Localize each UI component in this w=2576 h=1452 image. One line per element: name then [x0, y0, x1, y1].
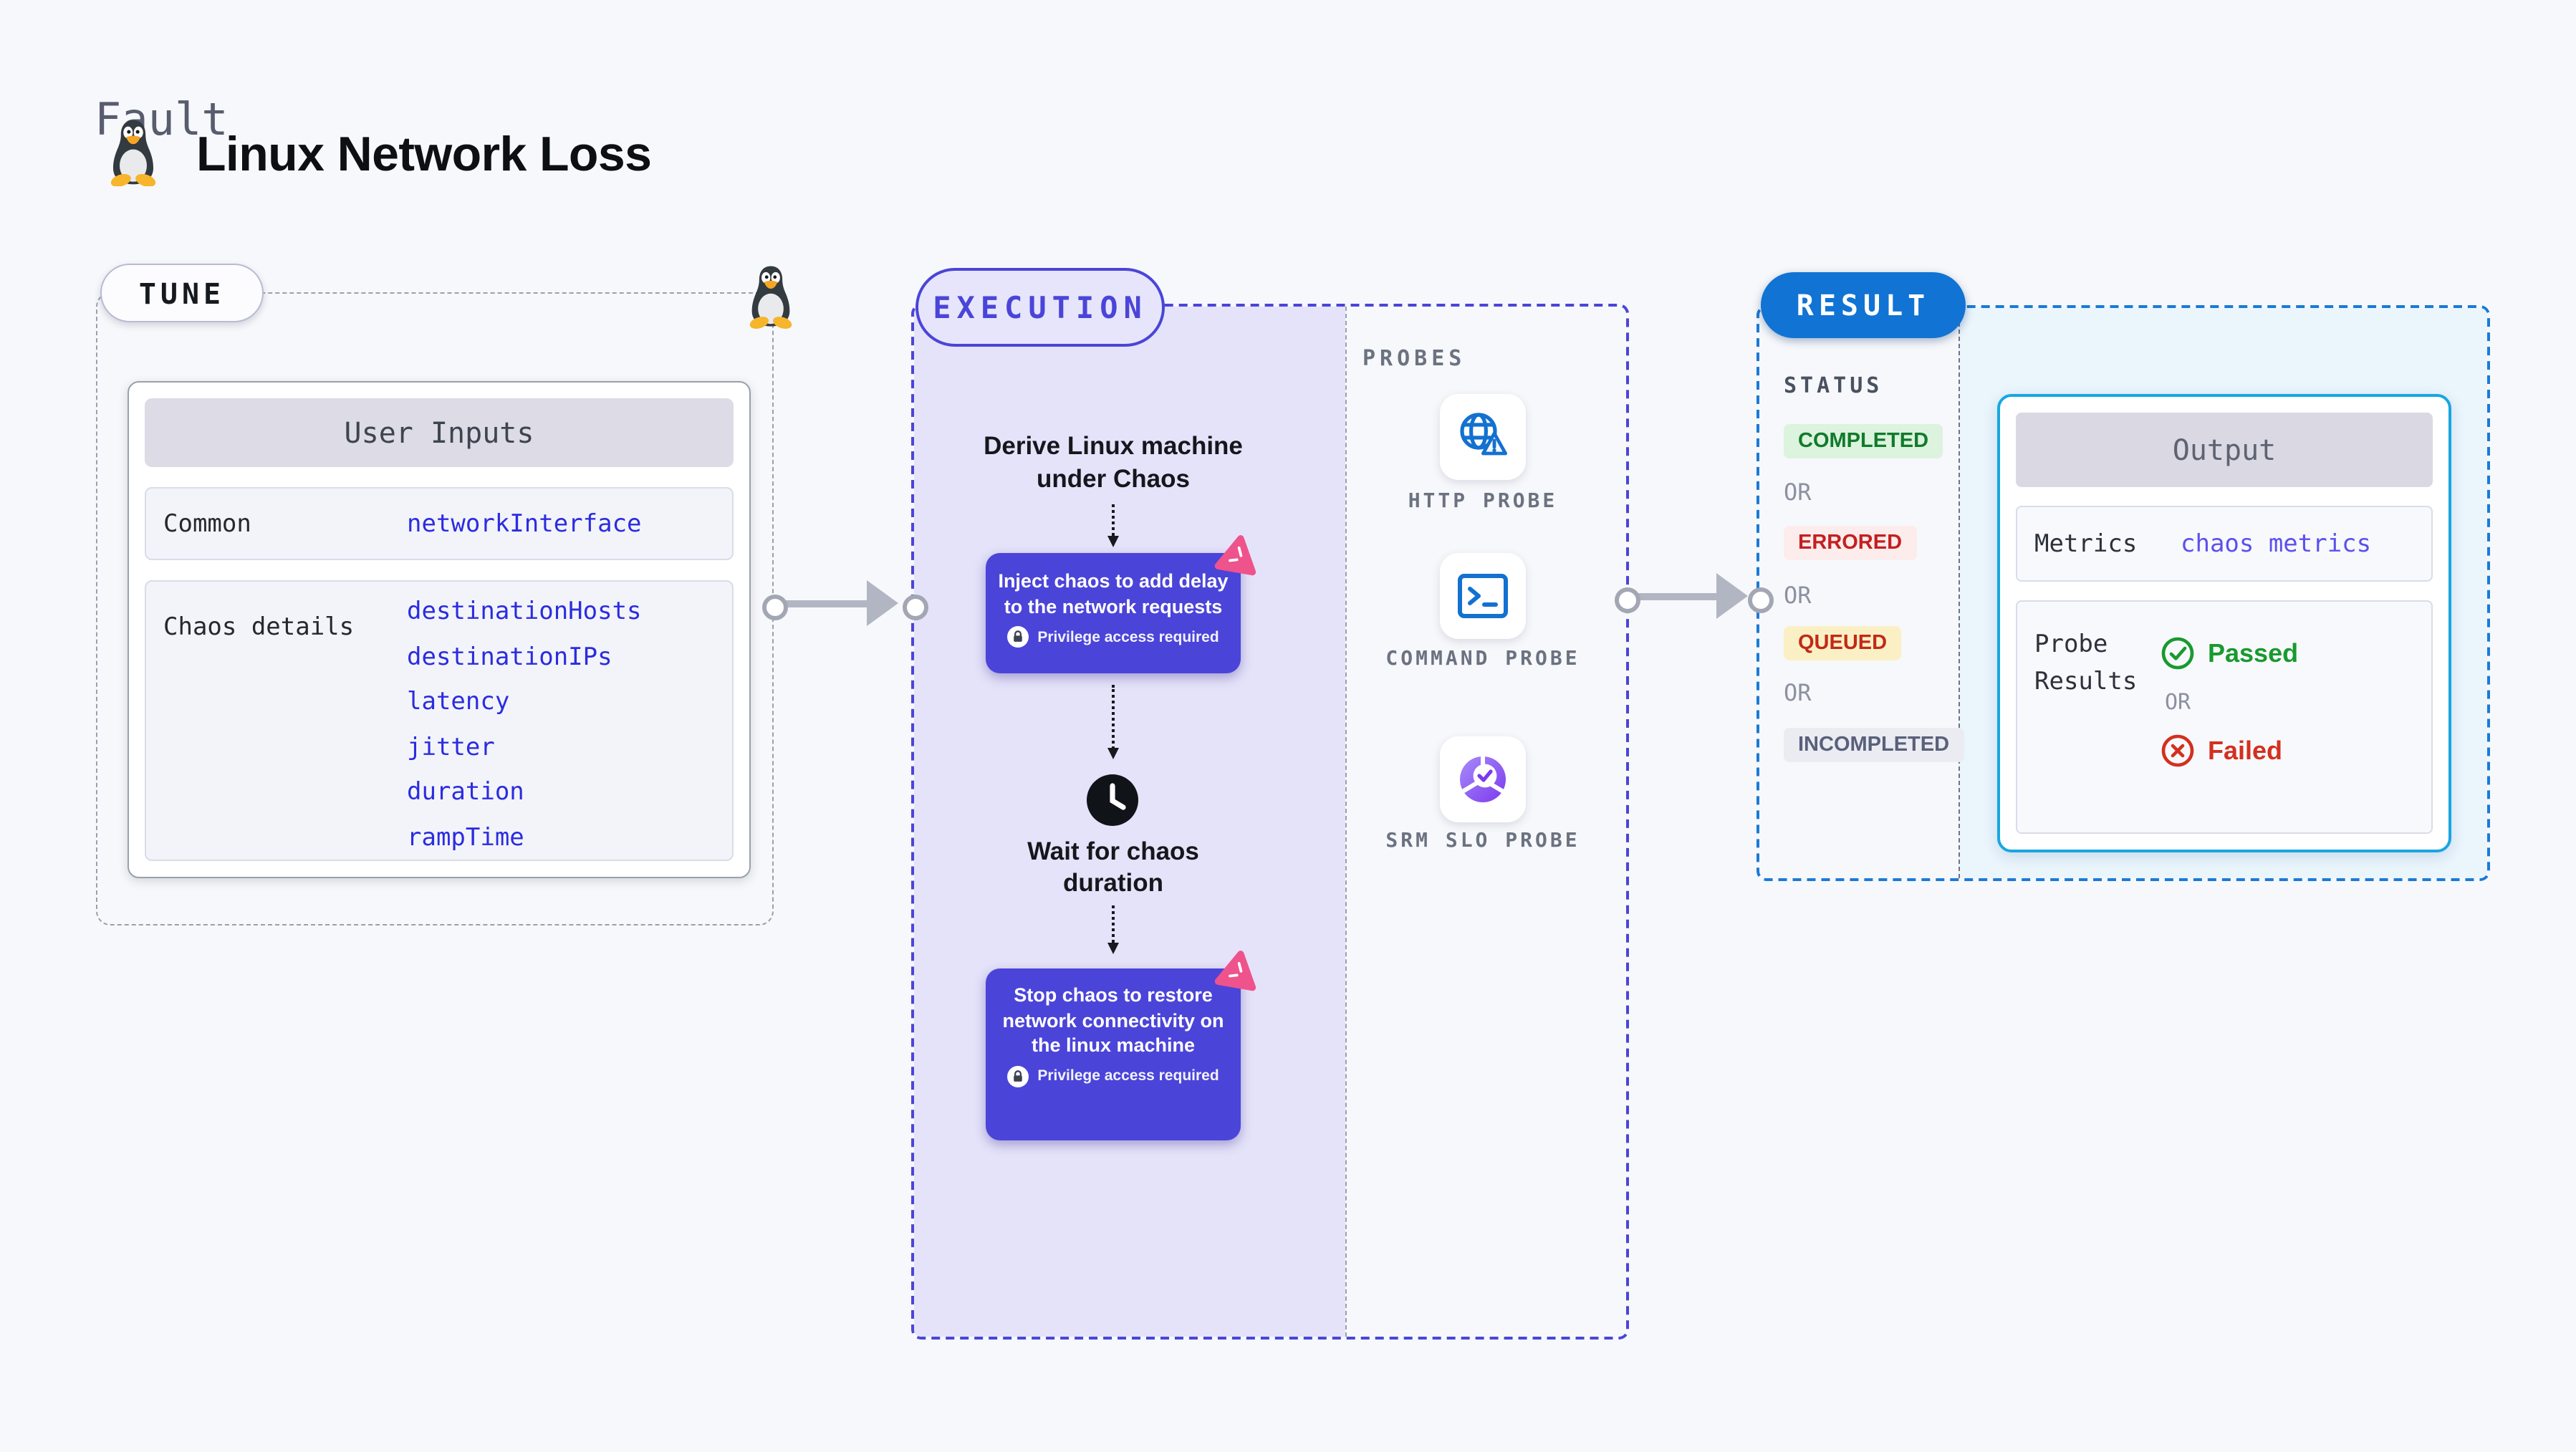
terminal-icon: [1458, 574, 1508, 618]
arrow-down-icon: [1107, 685, 1119, 759]
or-label: OR: [1784, 679, 1812, 706]
or-label: OR: [2165, 689, 2191, 715]
probe-results-values: Passed OR Failed: [2161, 602, 2298, 768]
probe-results-label: Probe Results: [2034, 630, 2138, 696]
chaos-icon: [1213, 945, 1263, 995]
chaos-icon: [1213, 529, 1263, 580]
input-value: networkInterface: [407, 509, 642, 538]
x-circle-icon: [2161, 734, 2194, 767]
input-row-label: Common: [163, 509, 251, 538]
status-title: STATUS: [1784, 372, 1883, 398]
fault-eyebrow: Fault: [95, 95, 229, 146]
input-value: destinationHosts: [407, 597, 642, 626]
connector-node: [903, 595, 928, 620]
privilege-note: Privilege access required: [997, 626, 1229, 648]
clock-icon: [1087, 774, 1138, 826]
result-badge: RESULT: [1761, 272, 1966, 338]
slo-pie-check-icon: [1460, 755, 1506, 802]
probe-label: SRM SLO PROBE: [1385, 830, 1580, 852]
stop-chaos-step: Stop chaos to restore network connectivi…: [986, 968, 1241, 1140]
metrics-row: Metrics chaos metrics: [2016, 506, 2433, 582]
probe-results-row: Probe Results Passed OR Failed: [2016, 600, 2433, 834]
execution-flow-area: [914, 307, 1345, 1337]
connector-node: [1748, 587, 1774, 613]
input-row-label: Chaos details: [163, 613, 355, 642]
tune-badge: TUNE: [100, 264, 264, 322]
globe-alert-icon: [1460, 413, 1507, 456]
input-value: jitter: [407, 733, 495, 761]
output-header: Output: [2016, 413, 2433, 487]
metrics-value: chaos metrics: [2181, 529, 2372, 558]
lock-icon: [1007, 1065, 1029, 1087]
output-card: Output Metrics chaos metrics Probe Resul…: [1997, 394, 2451, 852]
input-values-list: destinationHosts destinationIPs latency …: [407, 582, 642, 861]
status-badge-queued: QUEUED: [1784, 626, 1902, 660]
check-circle-icon: [2161, 637, 2194, 670]
probes-divider: [1345, 307, 1347, 1337]
privilege-text: Privilege access required: [1037, 628, 1219, 645]
passed-result: Passed: [2161, 636, 2298, 670]
input-value: duration: [407, 778, 524, 807]
page-title: Linux Network Loss: [196, 128, 652, 182]
linux-tux-icon: [106, 119, 160, 186]
arrow-right-icon: [1716, 573, 1748, 619]
or-label: OR: [1784, 479, 1812, 506]
connector-node: [762, 595, 788, 620]
input-value: latency: [407, 688, 510, 716]
connector-node: [1615, 587, 1640, 613]
user-inputs-header: User Inputs: [145, 398, 734, 467]
inject-chaos-step: Inject chaos to add delay to the network…: [986, 553, 1241, 673]
probe-label: HTTP PROBE: [1408, 490, 1558, 513]
failed-result: Failed: [2161, 734, 2298, 768]
execution-section: [911, 304, 1629, 1340]
derive-step-text: Derive Linux machine under Chaos: [984, 431, 1243, 493]
command-probe-card: [1440, 553, 1526, 639]
privilege-note: Privilege access required: [997, 1065, 1229, 1087]
stop-step-text: Stop chaos to restore network connectivi…: [1002, 984, 1224, 1056]
linux-tux-icon: [746, 261, 795, 332]
input-row-common: Common networkInterface: [145, 487, 734, 560]
failed-label: Failed: [2208, 736, 2283, 764]
probe-label: COMMAND PROBE: [1385, 648, 1580, 670]
privilege-text: Privilege access required: [1037, 1067, 1219, 1085]
status-badge-completed: COMPLETED: [1784, 424, 1943, 458]
input-value: destinationIPs: [407, 643, 612, 671]
passed-label: Passed: [2208, 638, 2299, 667]
inject-step-text: Inject chaos to add delay to the network…: [998, 570, 1229, 617]
arrow-right-icon: [1632, 593, 1718, 600]
input-value: rampTime: [407, 823, 524, 852]
input-row-chaos-details: Chaos details destinationHosts destinati…: [145, 580, 734, 861]
arrow-right-icon: [867, 580, 898, 626]
wait-step-text: Wait for chaos duration: [1027, 837, 1199, 897]
user-inputs-card: User Inputs Common networkInterface Chao…: [128, 381, 751, 878]
http-probe-card: [1440, 394, 1526, 480]
arrow-down-icon: [1107, 905, 1119, 954]
status-badge-incompleted: INCOMPLETED: [1784, 728, 1964, 762]
lock-icon: [1007, 626, 1029, 648]
metrics-label: Metrics: [2034, 529, 2138, 558]
status-badge-errored: ERRORED: [1784, 526, 1917, 560]
execution-badge: EXECUTION: [915, 268, 1165, 347]
srm-slo-probe-card: [1440, 736, 1526, 822]
arrow-right-icon: [778, 600, 867, 607]
or-label: OR: [1784, 582, 1812, 609]
arrow-down-icon: [1107, 504, 1119, 547]
probes-title: PROBES: [1363, 345, 1466, 371]
